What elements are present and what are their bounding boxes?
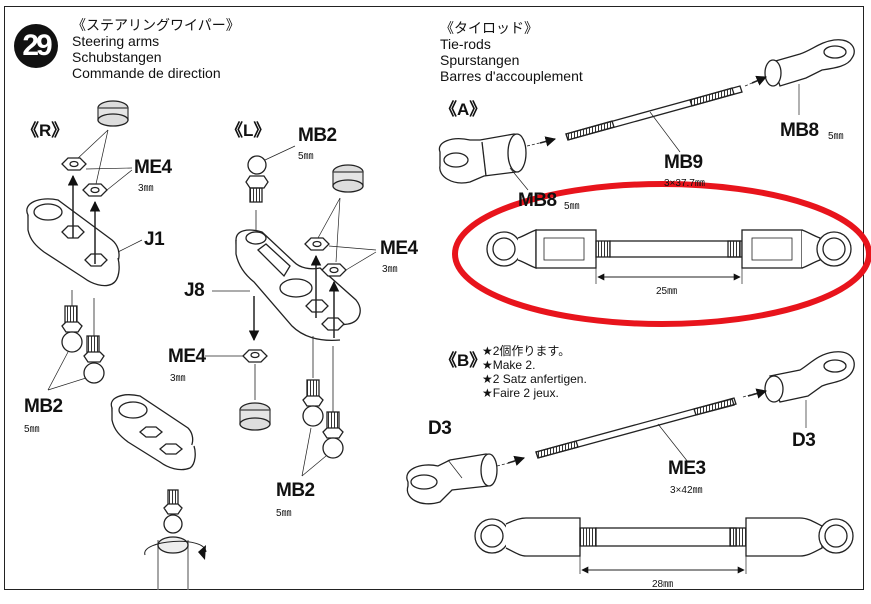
- tie-rod-a-assembled: [486, 229, 852, 284]
- part-size-mb2-r: 5㎜: [24, 424, 40, 435]
- note-de: ★2 Satz anfertigen.: [482, 372, 587, 386]
- note-jp: ★2個作ります。: [482, 344, 571, 358]
- part-label-mb2-l-top: MB2: [298, 125, 337, 146]
- part-size-me4-l-bottom: 3㎜: [170, 373, 186, 384]
- make-two-notes: ★2個作ります。 ★Make 2. ★2 Satz anfertigen. ★F…: [482, 344, 587, 400]
- part-label-mb9: MB9: [664, 152, 703, 173]
- l-steering-arm-drawing: [205, 145, 377, 477]
- note-fr: ★Faire 2 jeux.: [482, 386, 559, 400]
- step-title-de: Schubstangen: [72, 49, 162, 65]
- ball-stud-mb2-l-2: [322, 411, 344, 459]
- part-size-mb9: 3×37.7㎜: [664, 178, 705, 189]
- part-label-mb2-l-bottom: MB2: [276, 480, 315, 501]
- tie-rod-a-exploded: [438, 39, 855, 191]
- part-size-mb8-right: 5㎜: [828, 131, 844, 142]
- part-size-mb2-l-top: 5㎜: [298, 151, 314, 162]
- part-label-d3-left: D3: [428, 418, 452, 439]
- nut-me4-r-2: [82, 183, 108, 197]
- ball-stud-mb2-l-1: [302, 379, 324, 427]
- rod-me3: [535, 397, 737, 459]
- ball-stud-bottom: [163, 489, 183, 534]
- locknut-r-top: [97, 100, 129, 127]
- rod-end-d3-right: [764, 351, 855, 403]
- tie-rod-title-jp: 《タイロッド》: [440, 20, 538, 36]
- step-title-en: Steering arms: [72, 33, 160, 49]
- part-label-j8: J8: [184, 280, 205, 301]
- part-label-me4-l: ME4: [380, 238, 418, 259]
- tie-rod-b-exploded: [406, 351, 855, 505]
- j8-arm-body: [235, 229, 361, 342]
- tie-rod-title: 《タイロッド》 Tie-rods Spurstangen Barres d'ac…: [440, 20, 583, 84]
- part-label-me4-l-bottom: ME4: [168, 346, 206, 367]
- r-arm-assembled: [110, 394, 196, 471]
- section-label-l: 《L》: [226, 121, 271, 140]
- rod-end-mb8-right: [764, 39, 855, 87]
- page-frame: [4, 6, 864, 590]
- step-title-fr: Commande de direction: [72, 65, 221, 81]
- section-label-r: 《R》: [22, 121, 69, 140]
- section-label-a: 《A》: [440, 100, 487, 119]
- part-size-mb2-l-bottom: 5㎜: [276, 508, 292, 519]
- part-label-me3: ME3: [668, 458, 706, 479]
- part-size-mb8-left: 5㎜: [564, 201, 580, 212]
- step-title: 《ステアリングワイパー》 Steering arms Schubstangen …: [72, 17, 240, 81]
- part-size-me4-l: 3㎜: [382, 264, 398, 275]
- ball-stud-mb2-r-1: [61, 305, 83, 353]
- nut-me4-l-1: [304, 237, 330, 251]
- hex-driver-tool: [144, 536, 207, 590]
- part-label-d3-right: D3: [792, 430, 816, 451]
- part-label-mb2-r: MB2: [24, 396, 63, 417]
- step-number-badge: 29: [14, 24, 58, 68]
- section-label-b: 《B》: [440, 351, 487, 370]
- ball-stud-mb2-r-2: [83, 335, 105, 384]
- tie-rod-title-fr: Barres d'accouplement: [440, 68, 583, 84]
- part-size-me4-r: 3㎜: [138, 183, 154, 194]
- note-en: ★Make 2.: [482, 358, 536, 372]
- tie-rod-title-en: Tie-rods: [440, 36, 491, 52]
- ball-stud-mb2-l-top: [245, 155, 269, 203]
- tie-rod-b-assembled: [474, 517, 854, 574]
- part-label-j1: J1: [144, 229, 165, 250]
- r-steering-arm-drawing: [26, 100, 207, 590]
- part-label-me4-r: ME4: [134, 157, 172, 178]
- nut-me4-r-1: [61, 157, 87, 171]
- part-label-mb8-left: MB8: [518, 190, 557, 211]
- locknut-l-top: [332, 164, 364, 193]
- dimension-25mm: 25㎜: [656, 286, 678, 297]
- step-title-jp: 《ステアリングワイパー》: [72, 17, 240, 33]
- part-label-mb8-right: MB8: [780, 120, 819, 141]
- nut-me4-l-3: [242, 349, 268, 363]
- dimension-28mm: 28㎜: [652, 579, 674, 590]
- highlight-ellipse: [452, 181, 871, 327]
- nut-me4-l-2: [321, 263, 347, 277]
- rod-end-mb8-left: [438, 133, 527, 184]
- tie-rod-title-de: Spurstangen: [440, 52, 520, 68]
- rod-end-d3-left: [406, 453, 498, 505]
- part-size-me3: 3×42㎜: [670, 485, 703, 496]
- rod-mb9: [565, 85, 743, 141]
- locknut-l-bottom: [239, 402, 271, 431]
